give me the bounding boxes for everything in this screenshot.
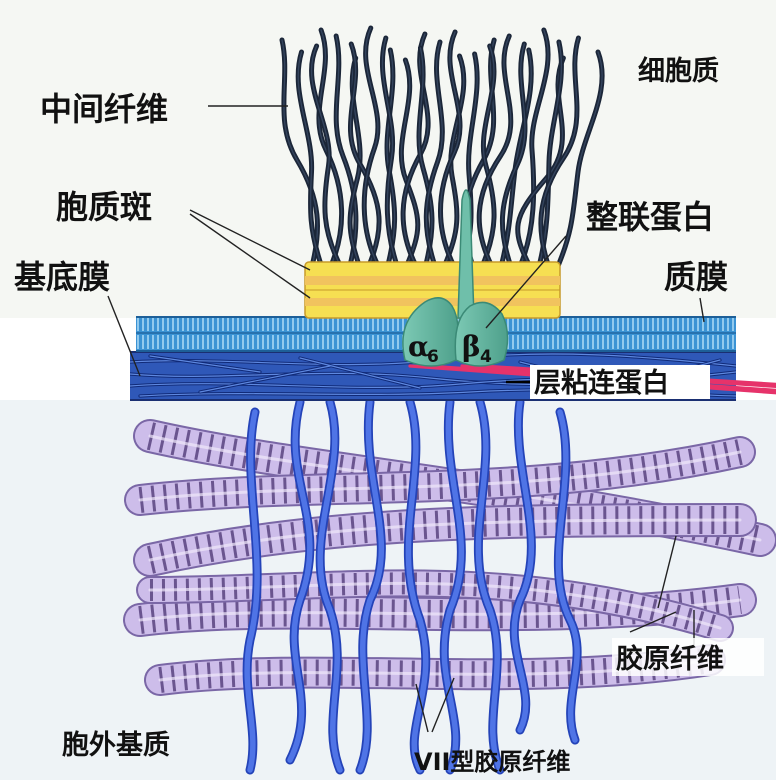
label-extracellular-matrix: 胞外基质 xyxy=(61,730,170,761)
label-type-vii-collagen: VII型胶原纤维 xyxy=(414,748,570,776)
label-basement-membrane: 基底膜 xyxy=(14,258,110,296)
plaque-band-upper xyxy=(305,276,560,285)
integrin-alpha-subscript: 6 xyxy=(427,347,439,367)
label-integrin: 整联蛋白 xyxy=(586,198,714,236)
label-laminin: 层粘连蛋白 xyxy=(534,367,669,399)
label-plasma-membrane: 质膜 xyxy=(664,258,728,296)
label-collagen-fibers: 胶原纤维 xyxy=(616,643,724,675)
label-cytoplasmic-plaque: 胞质斑 xyxy=(56,188,152,226)
integrin-beta-subscript: 4 xyxy=(480,347,492,367)
label-intermediate-filaments: 中间纤维 xyxy=(40,90,168,128)
label-cytoplasm: 细胞质 xyxy=(638,55,719,87)
integrin-beta-symbol: β xyxy=(462,330,481,363)
